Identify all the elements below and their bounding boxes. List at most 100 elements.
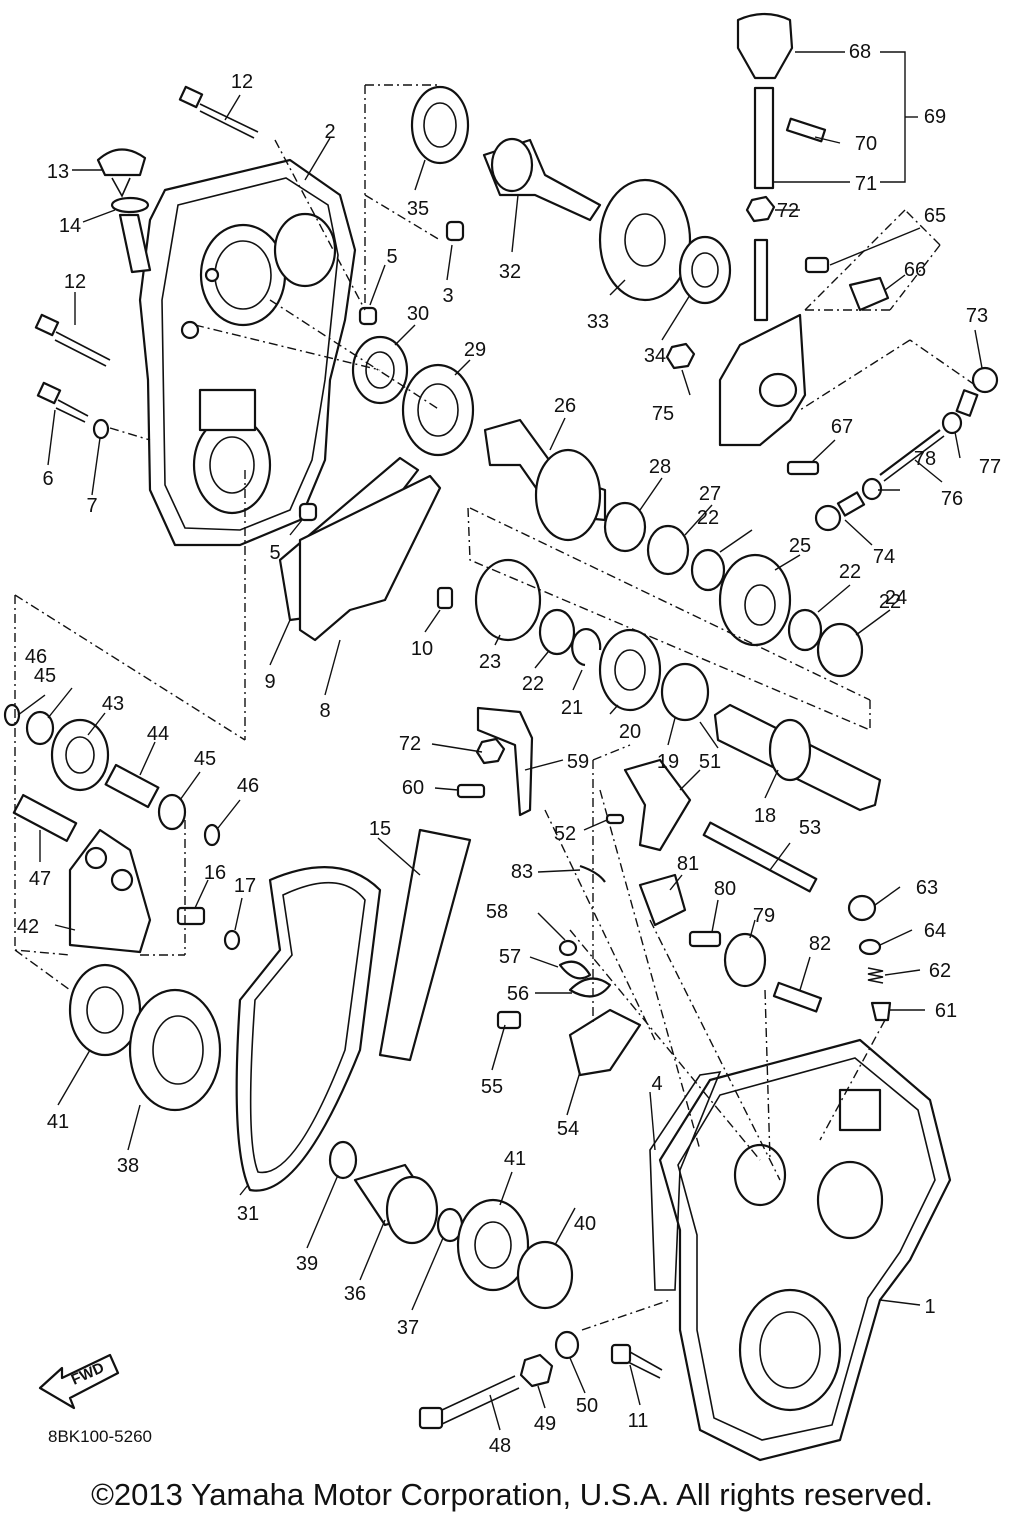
bearing-34: [678, 235, 732, 305]
callout-39: 39: [296, 1253, 318, 1275]
callout-18: 18: [754, 805, 776, 827]
plunger-61: [870, 1001, 892, 1022]
callout-55: 55: [481, 1076, 503, 1098]
callout-36: 36: [344, 1283, 366, 1305]
callout-72: 72: [399, 733, 421, 755]
copyright-notice: ©2013 Yamaha Motor Corporation, U.S.A. A…: [91, 1477, 933, 1512]
callout-54: 54: [557, 1118, 579, 1140]
callout-24: 24: [885, 587, 907, 609]
nut-72-top: [745, 195, 776, 223]
shaft-26: [483, 418, 607, 542]
nut-77: [941, 411, 963, 435]
callout-43: 43: [102, 693, 124, 715]
callout-16: 16: [204, 862, 226, 884]
callout-40: 40: [574, 1213, 596, 1235]
callout-1: 1: [924, 1296, 935, 1318]
oil-filler-cap: [96, 148, 152, 274]
housing-1: [658, 1038, 952, 1462]
bearing-24: [816, 622, 864, 678]
bearing-29: [401, 363, 475, 457]
callout-52: 52: [554, 823, 576, 845]
callout-22: 22: [697, 507, 719, 529]
callout-19: 19: [657, 751, 679, 773]
nut-78: [861, 477, 883, 501]
callout-37: 37: [397, 1317, 419, 1339]
callout-7: 7: [86, 495, 97, 517]
callout-69: 69: [924, 106, 946, 128]
seal-40: [516, 1240, 574, 1310]
nut-75: [665, 342, 696, 370]
callout-5: 5: [269, 542, 280, 564]
callout-31: 31: [237, 1203, 259, 1225]
callout-12: 12: [231, 71, 253, 93]
bracket-54: [568, 1008, 642, 1077]
callout-56: 56: [507, 983, 529, 1005]
chain-31: [235, 866, 382, 1192]
callout-76: 76: [941, 488, 963, 510]
callout-65: 65: [924, 205, 946, 227]
callout-41: 41: [47, 1111, 69, 1133]
callout-3: 3: [442, 285, 453, 307]
shift-shaft-58: [476, 706, 534, 817]
callout-74: 74: [873, 546, 895, 568]
callout-73: 73: [966, 305, 988, 327]
fwd-arrow-icon: FWD: [38, 1353, 120, 1410]
fork-51: [623, 758, 692, 852]
callout-13: 13: [47, 161, 69, 183]
bearing-35: [410, 85, 470, 165]
callout-28: 28: [649, 456, 671, 478]
callout-15: 15: [369, 818, 391, 840]
callout-48: 48: [489, 1435, 511, 1457]
callout-64: 64: [924, 920, 946, 942]
bolt-16: [176, 906, 206, 926]
bearing-41-lower: [456, 1198, 530, 1292]
gear-38: [128, 988, 222, 1112]
callout-2: 2: [324, 121, 335, 143]
chain-guide-15: [378, 828, 472, 1062]
callout-21: 21: [561, 697, 583, 719]
callout-30: 30: [407, 303, 429, 325]
bolt-6: [36, 381, 110, 440]
bolt-10: [436, 586, 454, 610]
callout-44: 44: [147, 723, 169, 745]
circlip-46-b: [203, 823, 221, 847]
callout-62: 62: [929, 960, 951, 982]
spring-56: [568, 977, 612, 998]
washer-22-b: [787, 608, 823, 652]
rod-end-73: [955, 366, 999, 417]
washer-50: [554, 1330, 580, 1360]
callout-29: 29: [464, 339, 486, 361]
callout-50: 50: [576, 1395, 598, 1417]
callout-10: 10: [411, 638, 433, 660]
callout-22: 22: [839, 561, 861, 583]
washer-45-a: [25, 710, 55, 746]
callout-47: 47: [29, 868, 51, 890]
callout-41: 41: [504, 1148, 526, 1170]
callout-26: 26: [554, 395, 576, 417]
shaft-18: [713, 703, 882, 812]
callout-5: 5: [386, 246, 397, 268]
pin-44: [104, 763, 160, 809]
callout-35: 35: [407, 198, 429, 220]
bolt-48: [418, 1375, 520, 1430]
washer-22-c: [538, 608, 576, 656]
callout-22: 22: [879, 591, 901, 613]
callout-82: 82: [809, 933, 831, 955]
callout-23: 23: [479, 651, 501, 673]
plate-8: [298, 474, 442, 642]
callout-60: 60: [402, 777, 424, 799]
washer-59: [558, 939, 578, 957]
circlip-46-a: [3, 703, 21, 727]
bolt-12-left: [34, 313, 111, 367]
callout-45: 45: [194, 748, 216, 770]
callout-38: 38: [117, 1155, 139, 1177]
callout-6: 6: [42, 468, 53, 490]
washer-17: [223, 929, 241, 951]
callout-75: 75: [652, 403, 674, 425]
gear-23: [474, 558, 542, 642]
callout-70: 70: [855, 133, 877, 155]
callout-17: 17: [234, 875, 256, 897]
callout-59: 59: [567, 751, 589, 773]
seal-19: [660, 662, 710, 722]
